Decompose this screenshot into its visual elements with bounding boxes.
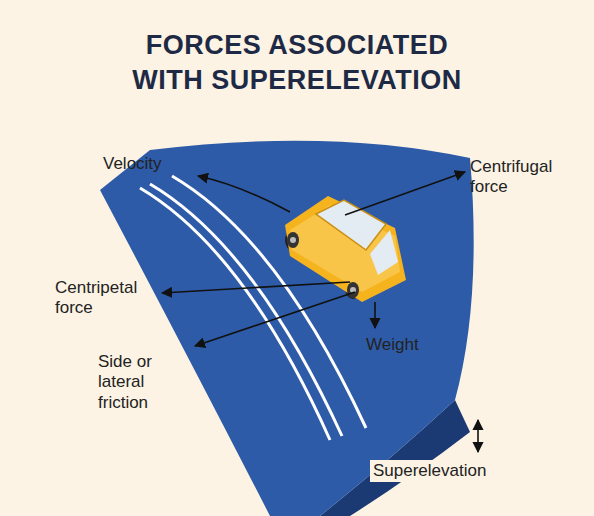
title: FORCES ASSOCIATED WITH SUPERELEVATION — [97, 28, 497, 98]
centrifugal-label: Centrifugal force — [470, 157, 570, 198]
superelevation-label: Superelevation — [370, 460, 489, 482]
velocity-label: Velocity — [103, 154, 162, 174]
weight-label: Weight — [366, 335, 419, 355]
title-block: FORCES ASSOCIATED WITH SUPERELEVATION — [0, 28, 594, 98]
force-arrows — [162, 172, 478, 452]
friction-label: Side or lateral friction — [98, 352, 190, 413]
centripetal-label: Centripetal force — [55, 278, 155, 319]
car — [285, 196, 406, 302]
